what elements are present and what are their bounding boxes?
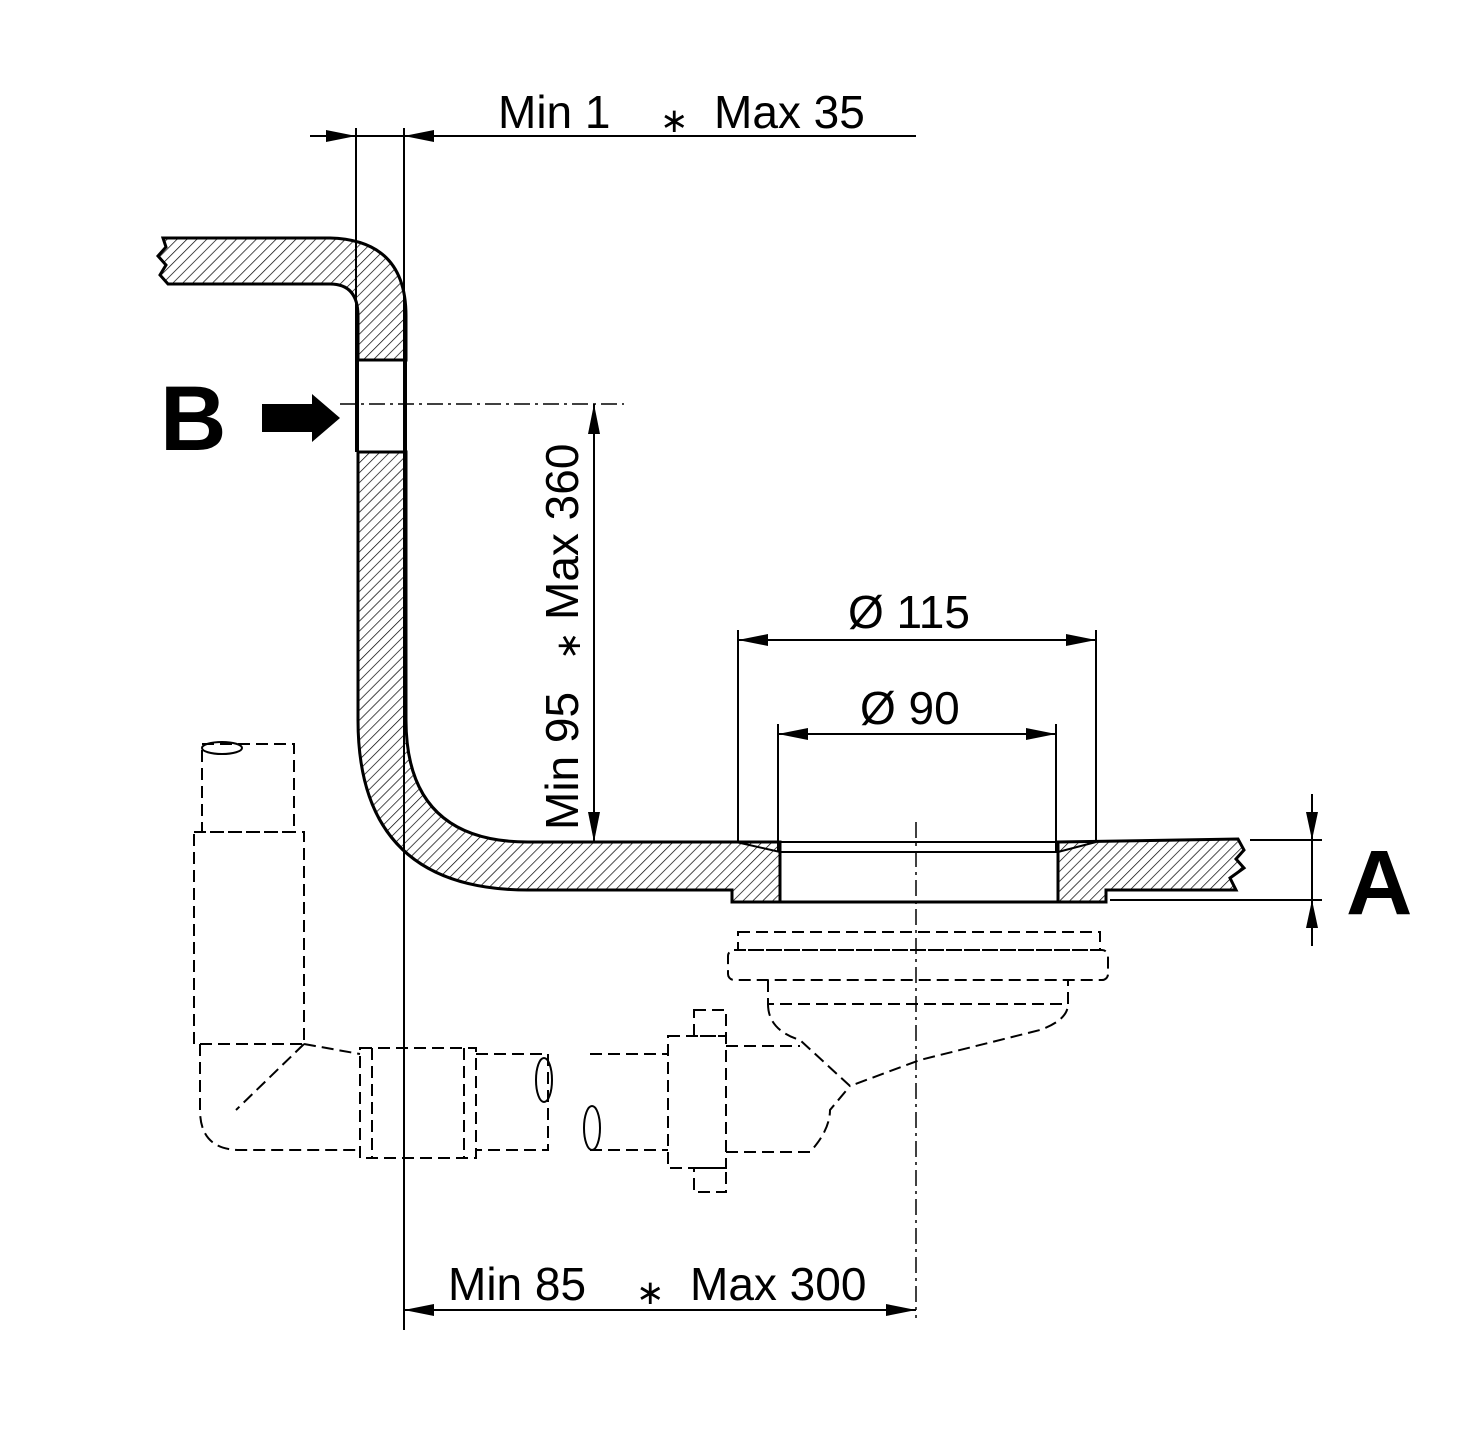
bottom-dim-separator: ∗ xyxy=(636,1274,665,1312)
b-measuring-gap xyxy=(357,359,407,453)
top-arrow-left xyxy=(326,130,356,142)
inner-arrow-left xyxy=(778,728,808,740)
trap-dashed xyxy=(193,741,727,1193)
top-dim-max: Max 35 xyxy=(714,86,865,138)
bottom-arrow-left xyxy=(404,1304,434,1316)
top-dim-separator: ∗ xyxy=(660,102,689,140)
vertical-dimension: Min 95 ∗ Max 360 xyxy=(536,404,600,842)
b-marker: B xyxy=(160,368,624,470)
a-dimension: A xyxy=(1110,794,1412,946)
outer-arrow-left xyxy=(738,634,768,646)
a-arrow-bottom xyxy=(1306,900,1318,928)
fitting-nut-top xyxy=(737,931,1101,951)
vertical-dim-separator: ∗ xyxy=(550,632,588,661)
bottom-arrow-right xyxy=(886,1304,916,1316)
b-arrow-icon xyxy=(262,394,340,442)
bottom-dimension: Min 85 ∗ Max 300 xyxy=(404,1258,916,1316)
coupling xyxy=(359,1047,477,1159)
top-arrow-right xyxy=(404,130,434,142)
standpipe-upper xyxy=(201,743,295,833)
nut-plate-outer xyxy=(667,1035,727,1169)
bottom-dim-max: Max 300 xyxy=(690,1258,866,1310)
horizontal-pipe xyxy=(590,1053,668,1151)
fitting-elbow xyxy=(726,1045,851,1153)
inner-arrow-right xyxy=(1026,728,1056,740)
sink-section xyxy=(155,236,1247,904)
sink-floor-right xyxy=(1056,837,1247,904)
inner-diameter-label: Ø 90 xyxy=(860,682,960,734)
top-dim-min: Min 1 xyxy=(498,86,610,138)
label-a: A xyxy=(1346,832,1412,934)
fitting-funnel xyxy=(767,1003,1069,1088)
vertical-arrow-top xyxy=(588,404,600,434)
pipe-break-left xyxy=(535,1057,553,1103)
vertical-dim-max: Max 360 xyxy=(536,444,588,620)
pipe-break-right xyxy=(583,1105,601,1151)
vertical-dim-min: Min 95 xyxy=(536,692,588,830)
drain-fitting-dashed xyxy=(726,931,1109,1153)
a-arrow-top xyxy=(1306,812,1318,840)
nut-plate-top xyxy=(693,1009,727,1037)
fitting-collar xyxy=(767,980,1069,1005)
standpipe-top-break xyxy=(201,741,243,755)
horizontal-pipe-left xyxy=(476,1053,549,1151)
standpipe-lower xyxy=(193,831,305,1045)
top-dimension: Min 1 ∗ Max 35 xyxy=(310,86,916,1330)
vertical-arrow-bottom xyxy=(588,812,600,842)
outer-arrow-right xyxy=(1066,634,1096,646)
outer-diameter-label: Ø 115 xyxy=(848,586,970,638)
standpipe-elbow xyxy=(199,1043,361,1151)
sink-lower-wall-and-floor xyxy=(356,450,782,904)
bottom-dim-min: Min 85 xyxy=(448,1258,586,1310)
fitting-nut-body xyxy=(727,949,1109,981)
drain-flange xyxy=(735,841,1097,853)
sink-rim-upper-wall xyxy=(155,236,408,362)
label-b: B xyxy=(160,368,226,470)
outer-diameter-dimension: Ø 115 xyxy=(737,586,1097,842)
nut-plate-bottom xyxy=(693,1167,727,1193)
inner-diameter-dimension: Ø 90 xyxy=(777,682,1057,852)
